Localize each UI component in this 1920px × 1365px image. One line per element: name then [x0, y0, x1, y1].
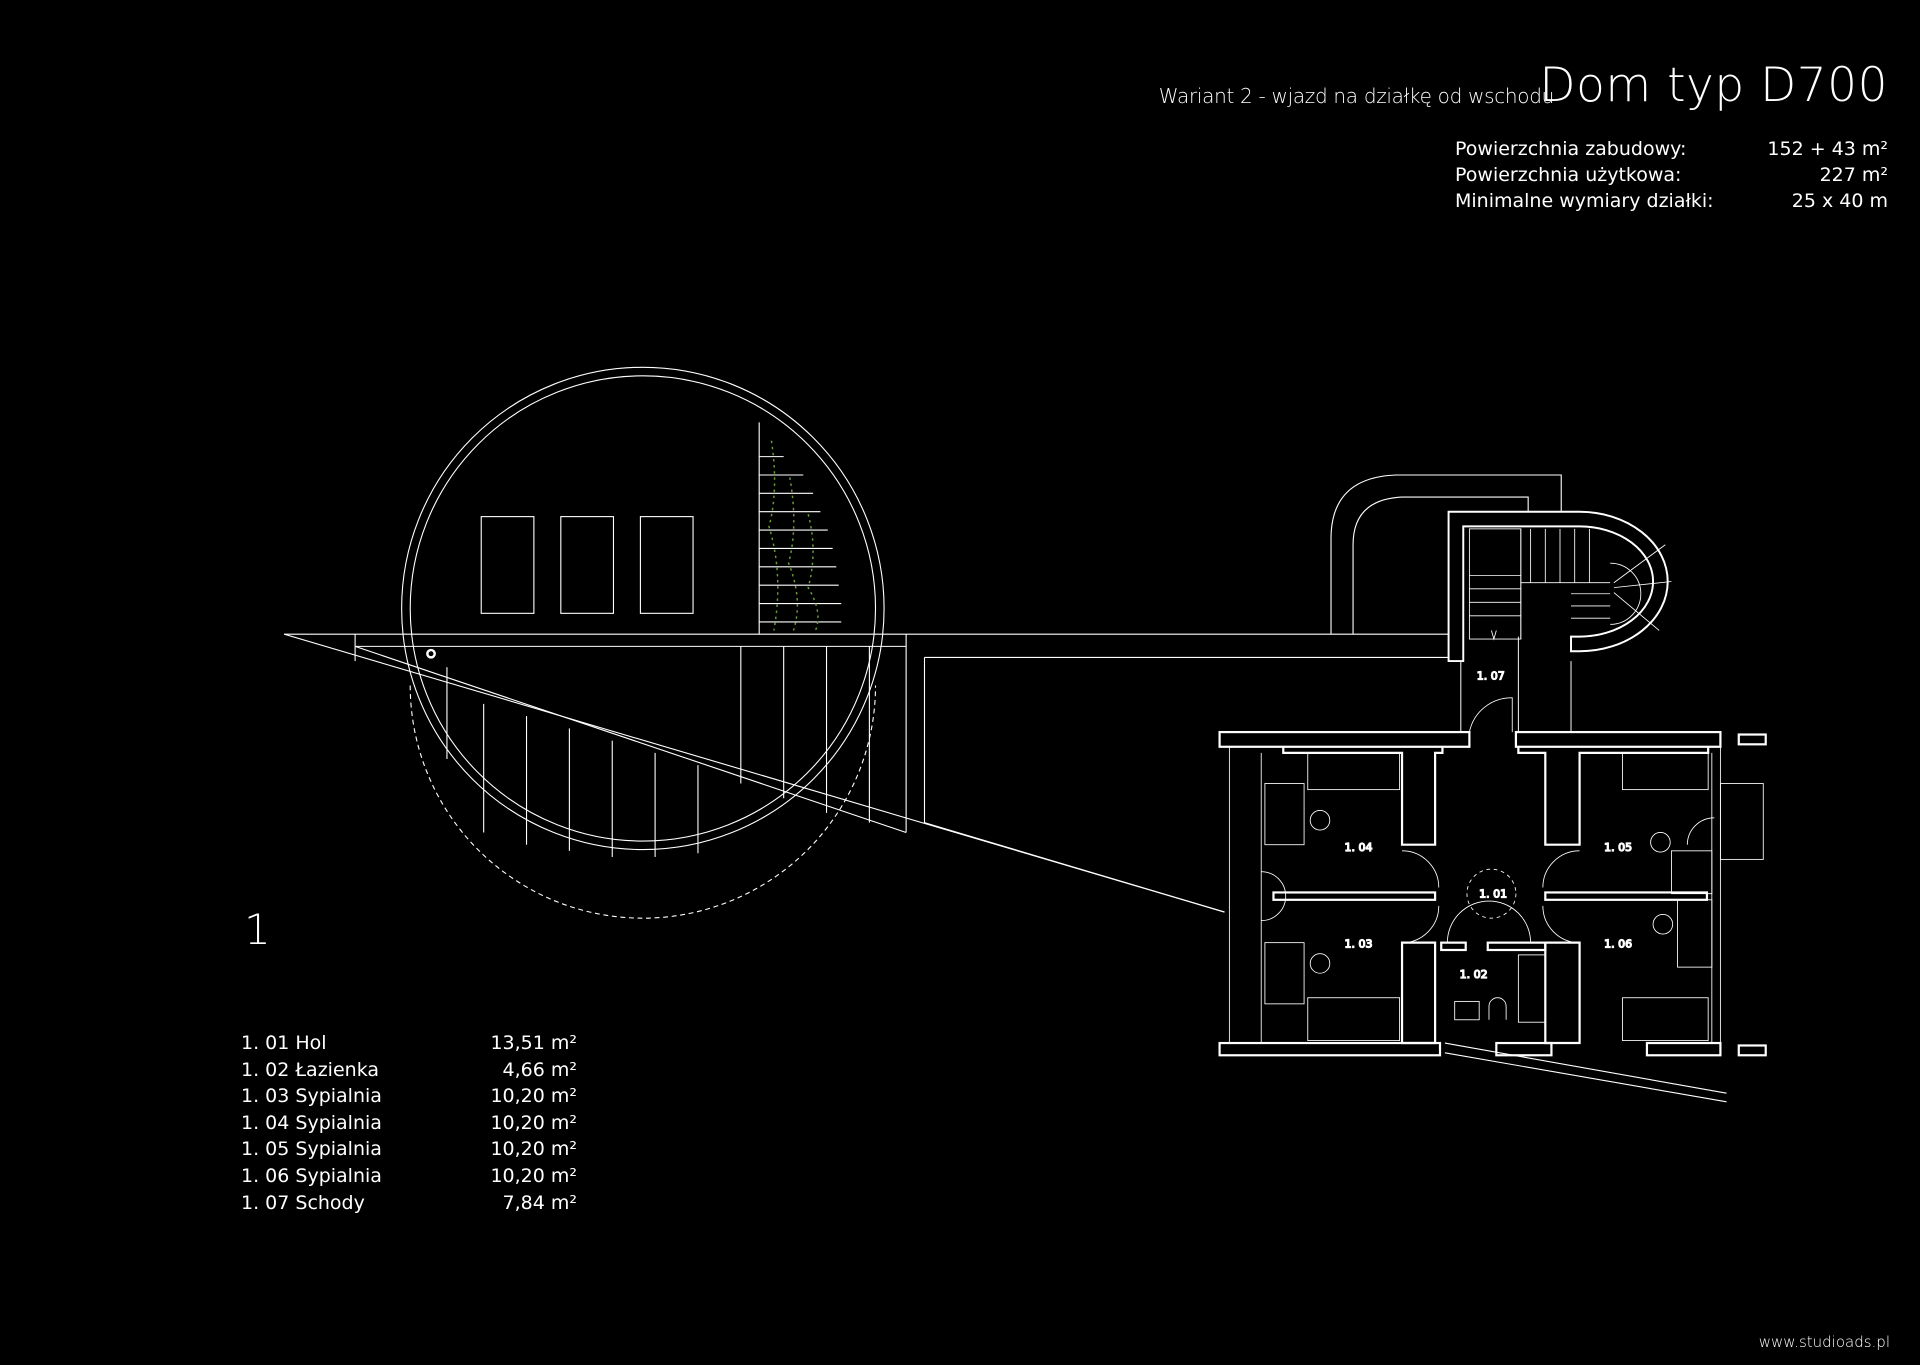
- room-row: 1. 07 Schody 7,84 m²: [241, 1192, 577, 1219]
- room-label: 1. 01: [1479, 887, 1507, 900]
- trellis-slats: [759, 456, 842, 623]
- room-area: 10,20 m²: [490, 1164, 577, 1187]
- room-name: 1. 06 Sypialnia: [241, 1164, 382, 1187]
- bed: [1307, 997, 1401, 1042]
- room-row: 1. 01 Hol 13,51 m²: [241, 1032, 577, 1059]
- window: [639, 516, 694, 614]
- window: [480, 516, 535, 614]
- page-title: Dom typ D700: [1539, 58, 1888, 113]
- room-label: 1. 02: [1460, 968, 1488, 981]
- room-name: 1. 01 Hol: [241, 1032, 327, 1054]
- room-area: 7,84 m²: [502, 1191, 577, 1214]
- chair: [1652, 914, 1674, 935]
- room-area: 10,20 m²: [490, 1138, 577, 1161]
- desk: [1264, 783, 1305, 846]
- round-facade-outer: [401, 366, 885, 851]
- toilet: [1488, 997, 1507, 1020]
- room-label: 1. 03: [1344, 938, 1372, 951]
- room-label: 1. 06: [1604, 938, 1632, 951]
- spec-value: 152 + 43 m²: [1767, 138, 1888, 160]
- spec-row: Powierzchnia zabudowy: 152 + 43 m²: [1455, 138, 1888, 164]
- room-area: 10,20 m²: [490, 1085, 577, 1108]
- sink: [1454, 1000, 1480, 1021]
- room-name: 1. 03 Sypialnia: [241, 1085, 382, 1108]
- glazing: [446, 646, 870, 857]
- room-area: 10,20 m²: [490, 1111, 577, 1134]
- bed: [1622, 997, 1709, 1042]
- floor-level-number: 1: [244, 905, 271, 954]
- chair: [1309, 953, 1331, 974]
- chair: [1650, 832, 1671, 853]
- site-elevation: [283, 366, 1727, 1103]
- room-row: 1. 05 Sypialnia 10,20 m²: [241, 1138, 577, 1165]
- room-name: 1. 05 Sypialnia: [241, 1138, 382, 1161]
- spec-row: Minimalne wymiary działki: 25 x 40 m: [1455, 190, 1888, 216]
- bathtub: [1517, 954, 1546, 1023]
- climbing-plants: [768, 440, 819, 631]
- room-name: 1. 02 Łazienka: [241, 1058, 380, 1081]
- desk: [1677, 899, 1713, 968]
- round-facade-inner: [409, 375, 877, 842]
- variant-subtitle: Wariant 2 - wjazd na działkę od wschodu: [1158, 84, 1555, 108]
- website-link[interactable]: www.studioads.pl: [1758, 1333, 1890, 1351]
- spec-value: 25 x 40 m: [1791, 190, 1888, 212]
- spec-row: Powierzchnia użytkowa: 227 m²: [1455, 164, 1888, 190]
- desk: [1264, 942, 1305, 1005]
- overhang-dashed: [409, 685, 877, 919]
- spec-label: Powierzchnia użytkowa:: [1455, 164, 1682, 186]
- specs-table: Powierzchnia zabudowy: 152 + 43 m² Powier…: [1455, 138, 1888, 216]
- spec-value: 227 m²: [1819, 164, 1888, 186]
- room-area: 4,66 m²: [502, 1058, 577, 1081]
- lamp-icon: [426, 648, 436, 659]
- room-row: 1. 06 Sypialnia 10,20 m²: [241, 1165, 577, 1192]
- room-row: 1. 04 Sypialnia 10,20 m²: [241, 1112, 577, 1139]
- stairs: [1468, 528, 1672, 641]
- room-name: 1. 07 Schody: [241, 1191, 365, 1214]
- room-label: 1. 04: [1344, 841, 1372, 854]
- room-area: 13,51 m²: [490, 1032, 577, 1054]
- bed: [1307, 752, 1401, 791]
- room-row: 1. 02 Łazienka 4,66 m²: [241, 1059, 577, 1086]
- interior-lines: [1228, 697, 1764, 1044]
- window: [560, 516, 615, 614]
- spec-label: Minimalne wymiary działki:: [1455, 190, 1714, 212]
- bed: [1622, 752, 1709, 791]
- chair: [1309, 810, 1331, 831]
- walls: [1218, 730, 1767, 1057]
- room-label: 1. 07: [1477, 669, 1505, 682]
- room-label: 1. 05: [1604, 841, 1632, 854]
- desk: [1671, 850, 1713, 895]
- spec-label: Powierzchnia zabudowy:: [1455, 138, 1687, 160]
- room-name: 1. 04 Sypialnia: [241, 1111, 382, 1134]
- room-row: 1. 03 Sypialnia 10,20 m²: [241, 1085, 577, 1112]
- first-floor-plan: 1. 07 1. 04 1. 05 1. 01 1. 03 1. 06 1. 0…: [1218, 510, 1767, 1057]
